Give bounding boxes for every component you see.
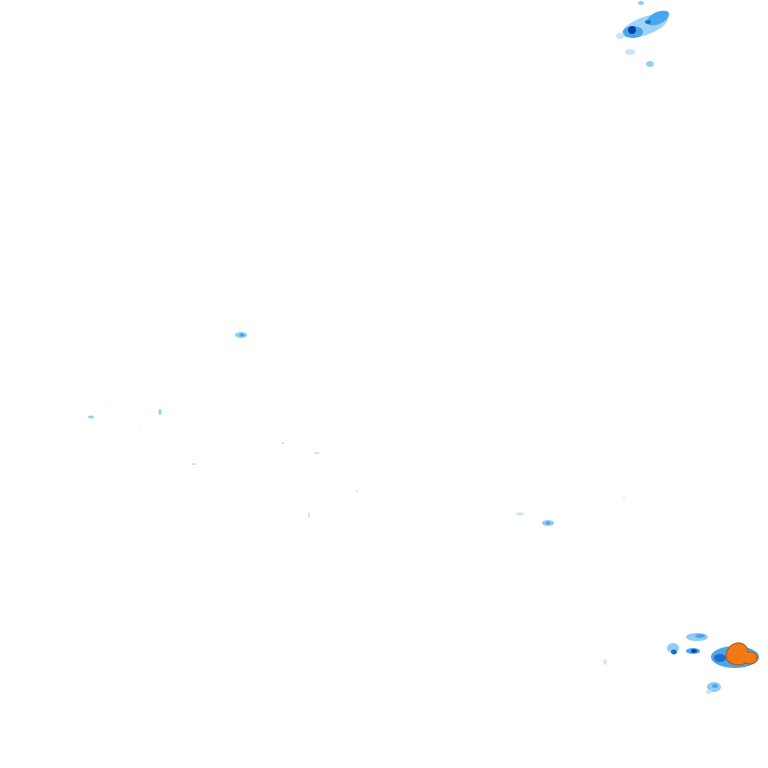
- echo-cell-south-central: [516, 497, 625, 665]
- echo-speck: [623, 497, 625, 499]
- echo-speck: [308, 512, 310, 518]
- echo-blob: [646, 10, 670, 26]
- echo-blob: [712, 684, 718, 688]
- echo-cell-southeast: [667, 633, 759, 694]
- scattered-speckles-west: [88, 401, 358, 518]
- echo-blob: [706, 690, 712, 694]
- echo-blob: [625, 49, 635, 55]
- echo-cell-northeast: [616, 1, 670, 67]
- echo-blob: [239, 333, 245, 337]
- echo-cell-west-central: [235, 332, 247, 338]
- echo-blob: [628, 26, 636, 34]
- echo-blob: [638, 1, 644, 5]
- echo-blob: [671, 649, 677, 655]
- echo-speck: [191, 463, 197, 465]
- echo-blob: [645, 20, 651, 24]
- echo-blob: [646, 61, 654, 67]
- echo-blob: [545, 521, 551, 525]
- echo-speck: [109, 401, 111, 403]
- intense-core: [725, 642, 758, 666]
- echo-speck: [516, 512, 524, 516]
- echo-speck: [139, 429, 141, 431]
- echo-speck: [356, 490, 358, 492]
- echo-blob: [691, 649, 697, 653]
- echo-speck: [281, 442, 285, 444]
- echo-speck: [88, 415, 94, 419]
- echo-blob: [695, 634, 705, 638]
- echo-speck: [314, 452, 320, 454]
- echo-speck: [158, 409, 162, 415]
- echo-blob: [714, 654, 726, 662]
- echo-speck: [603, 659, 607, 665]
- echo-blob: [616, 33, 624, 39]
